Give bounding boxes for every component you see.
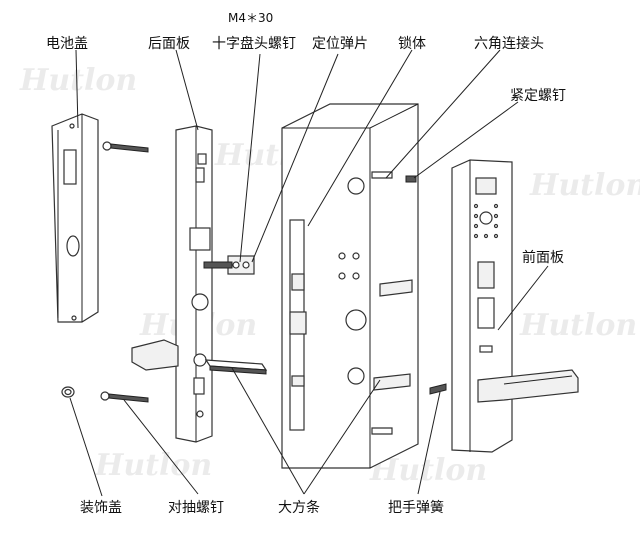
through-screw-part	[100, 391, 149, 403]
battery-cover-part	[51, 113, 99, 323]
label-decorative-cap: 装饰盖	[80, 500, 122, 516]
watermark-6: Hutlon	[94, 448, 212, 483]
rear-panel-part	[131, 125, 213, 443]
label-positioning-plate: 定位弹片	[312, 36, 368, 52]
labels: 电池盖 后面板 M4＊30 十字盘头螺钉 定位弹片 锁体 六角连接头 紧定螺钉 …	[46, 11, 566, 516]
label-handle-spring: 把手弹簧	[388, 500, 444, 516]
label-cross-screw: 十字盘头螺钉	[212, 35, 296, 52]
label-hex-connector: 六角连接头	[474, 35, 544, 52]
square-bar-part	[204, 359, 268, 375]
watermark-3: Hutlon	[529, 168, 640, 203]
label-rear-panel: 后面板	[148, 36, 190, 52]
set-screw-part	[405, 175, 417, 183]
handle-spring-part	[429, 383, 447, 395]
label-square-bar: 大方条	[278, 499, 320, 516]
lock-body-part	[281, 103, 419, 469]
keypad-dots	[473, 203, 499, 239]
front-panel-part	[451, 159, 579, 453]
label-through-screw: 对抽螺钉	[168, 500, 224, 516]
label-front-panel: 前面板	[522, 249, 564, 266]
label-lock-body: 锁体	[398, 36, 426, 52]
label-battery-cover: 电池盖	[46, 36, 88, 52]
cross-screw-part	[102, 141, 149, 153]
label-set-screw: 紧定螺钉	[510, 88, 566, 104]
watermark-1: Hutlon	[19, 63, 137, 98]
positioning-plate-part	[203, 255, 255, 275]
label-screw-spec: M4＊30	[228, 11, 273, 25]
leader-lines	[69, 49, 549, 497]
watermark-5: Hutlon	[519, 308, 637, 343]
decorative-cap-part	[61, 386, 75, 398]
